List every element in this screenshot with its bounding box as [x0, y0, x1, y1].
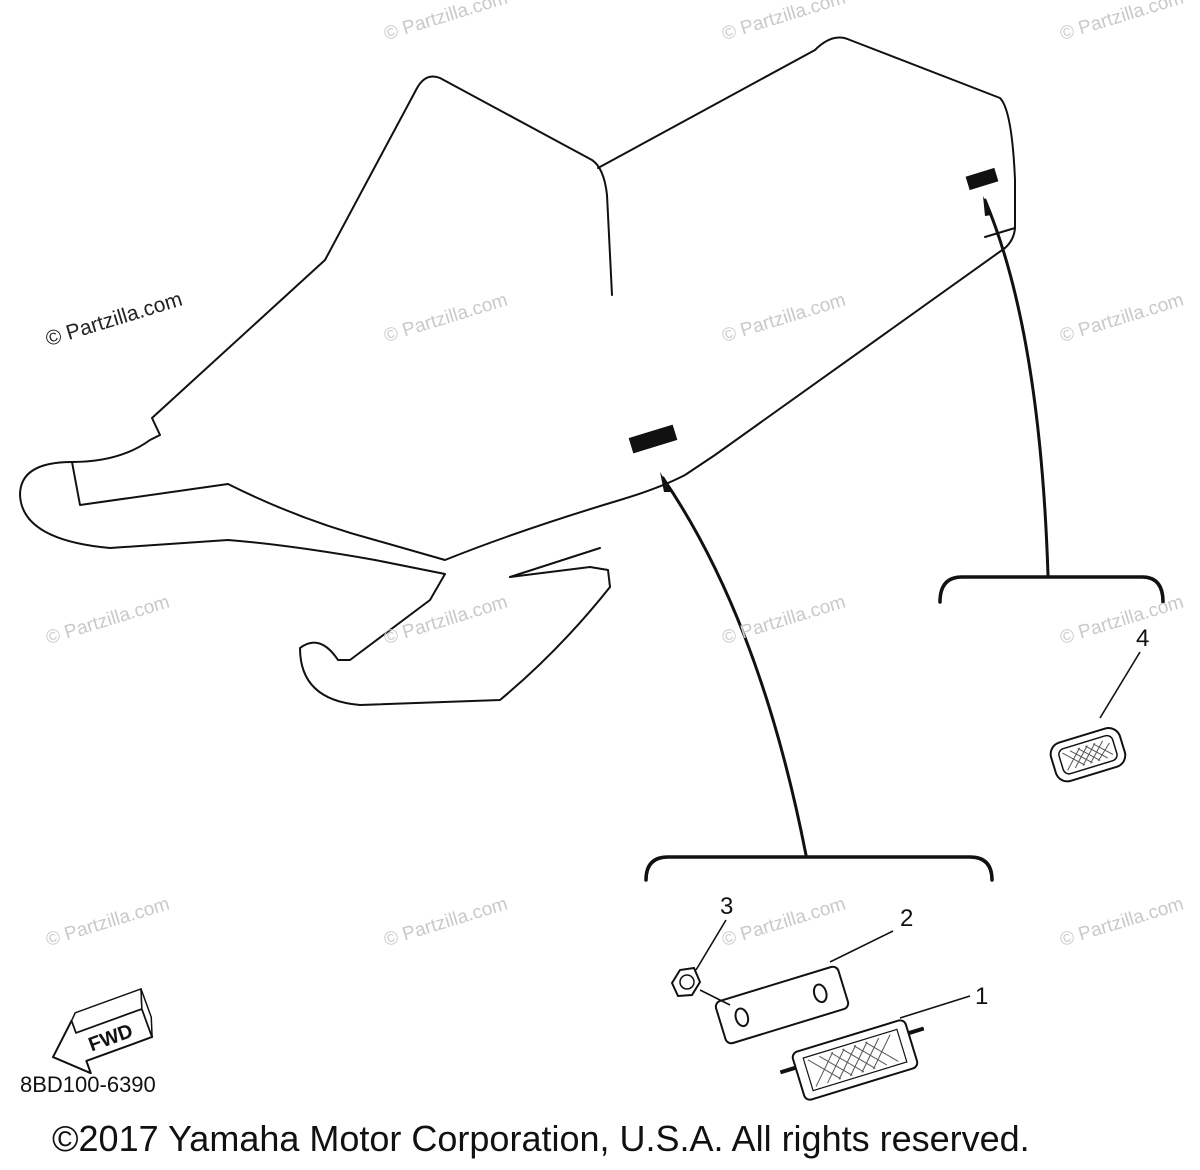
leader-rear-arrowhead [983, 196, 992, 216]
diagram-code: 8BD100-6390 [20, 1072, 156, 1097]
leader-front [661, 476, 808, 857]
hood-outline [19, 75, 613, 706]
callout-2-leader [829, 930, 894, 963]
part-2-bracket [714, 965, 850, 1045]
callout-3-leader [695, 919, 727, 971]
snowmobile-outline [19, 36, 1016, 706]
bracket-front-group [644, 855, 994, 882]
callout-1[interactable]: 1 [975, 983, 989, 1010]
ski-rear-link [509, 547, 601, 578]
part-4-reflector [1049, 727, 1127, 783]
leader-rear [983, 198, 1050, 577]
callout-2[interactable]: 2 [900, 905, 914, 932]
part-3-nut [670, 966, 702, 998]
mount-mark-rear [965, 167, 999, 191]
copyright-notice: ©2017 Yamaha Motor Corporation, U.S.A. A… [52, 1118, 1030, 1159]
rear-edge [1004, 227, 1016, 249]
ski-front-tip [71, 461, 229, 506]
mount-mark-front [628, 424, 678, 454]
callout-1-leader [899, 995, 971, 1019]
callout-3[interactable]: 3 [720, 893, 734, 920]
part-1-reflector [779, 1019, 925, 1101]
callout-leaders [695, 651, 1141, 1019]
side-panel-line [227, 247, 1006, 561]
fwd-arrow-icon: FWD [52, 987, 154, 1075]
leader-lines [661, 198, 1050, 857]
callout-4-leader [1099, 651, 1141, 719]
leader-front-arrowhead [660, 472, 672, 492]
callout-4[interactable]: 4 [1136, 625, 1150, 652]
bracket-rear-group [938, 575, 1165, 604]
tunnel-top [597, 36, 1016, 238]
group-brackets [644, 575, 1165, 882]
callout-3-leader-lower [699, 989, 731, 1006]
